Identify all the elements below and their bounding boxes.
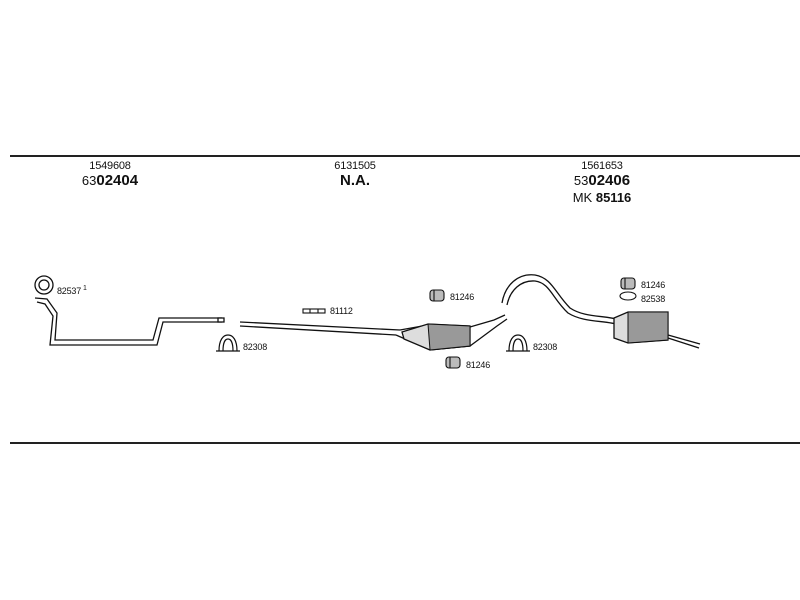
clamp-icon [216,334,240,352]
seal-ring-icon [619,291,637,301]
rear-silencer [613,311,701,349]
center-silencer [401,323,471,351]
reference-number: 1561653 [581,160,623,172]
reference-number: 1549608 [89,160,131,172]
clamp-label: 82308 [243,342,268,352]
rubber-mount-label: 81246 [641,280,666,290]
clamp-label: 82308 [533,342,558,352]
mount-kit-number: MK 85116 [572,190,632,205]
reference-number: 6131505 [334,160,376,172]
column-middle: 6131505 N.A. [305,160,405,190]
rear-pipe [501,274,621,326]
hanger-label: 81112 [330,306,353,316]
rubber-mount-icon [429,289,445,302]
front-pipe [34,297,225,346]
bottom-divider [10,442,800,444]
column-front: 1549608 6302404 [60,160,160,190]
part-number: 5302406 [573,172,631,189]
clamp-icon [506,334,530,352]
rubber-mount-icon [445,356,461,369]
rubber-mount-label: 81246 [450,292,475,302]
rubber-mount-icon [620,277,636,290]
part-number: 6302404 [81,172,139,189]
part-number: N.A. [340,172,370,189]
rubber-mount-label: 81246 [466,360,491,370]
seal-ring-label: 82538 [641,294,666,304]
ring-gasket-icon [34,275,54,295]
top-divider [10,155,800,157]
hanger-icon [302,308,326,314]
column-rear: 1561653 5302406 MK 85116 [547,160,657,205]
